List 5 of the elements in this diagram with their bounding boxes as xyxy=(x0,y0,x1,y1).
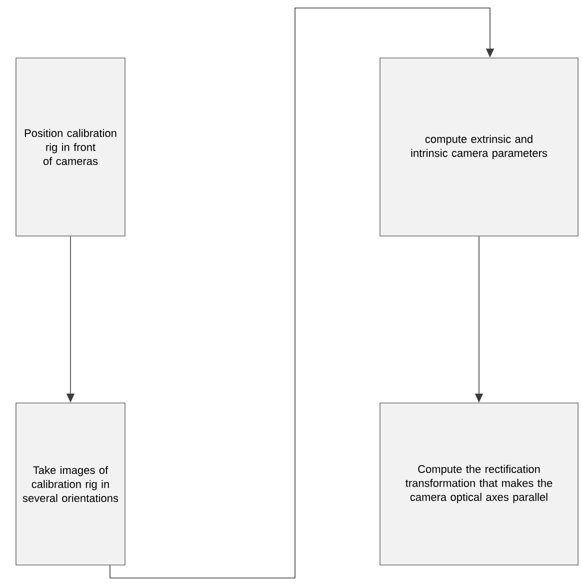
process-box: Take images of calibration rig in several orientations xyxy=(16,402,126,566)
process-box: compute extrinsic and intrinsic camera parameters xyxy=(380,58,578,236)
process-box: Position calibration rig in front of cameras xyxy=(16,58,126,236)
process-box: Compute the rectification transformation that makes the camera optical axes parallel xyxy=(380,402,578,566)
arrow xyxy=(110,8,494,578)
